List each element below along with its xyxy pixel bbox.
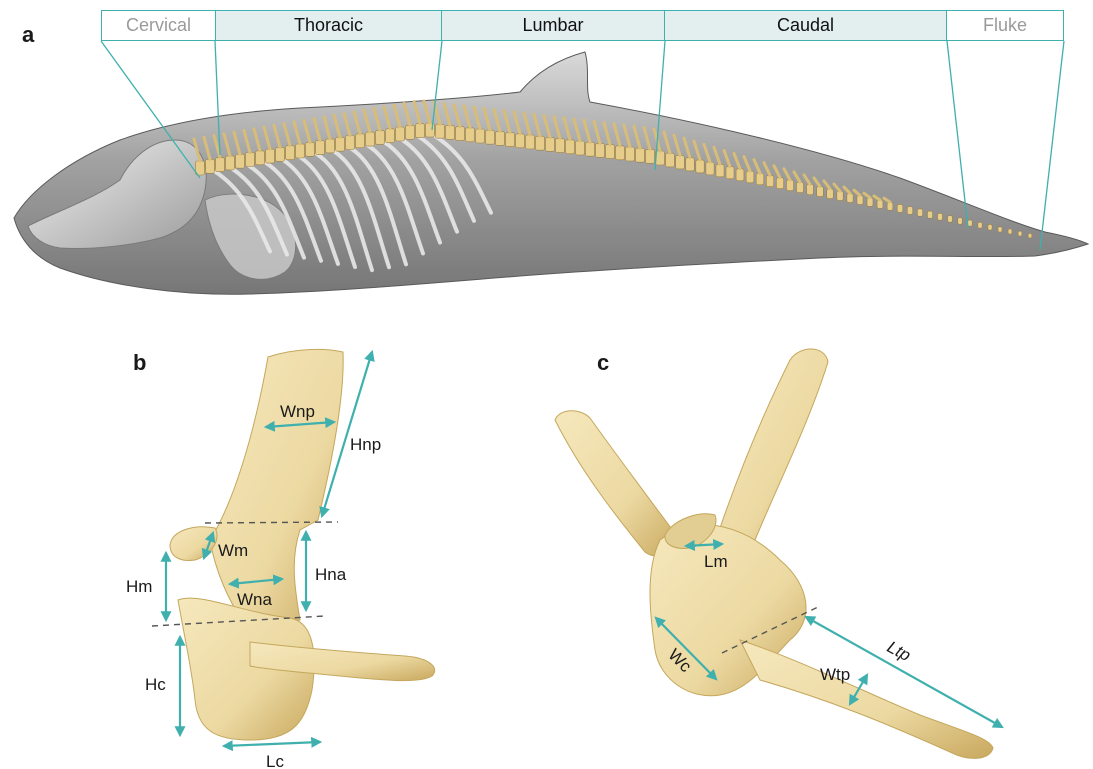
vertebra-segment [917,209,922,217]
vertebra-segment [948,216,953,223]
vertebra-segment [897,204,903,212]
vertebra-segment [776,178,783,189]
vertebra-segment [396,127,405,141]
vertebra-segment [216,158,225,172]
label-wnp: Wnp [280,402,315,421]
vertebra-segment [266,149,275,163]
vertebra-segment [978,222,982,228]
vertebra-segment [566,140,575,154]
label-hm: Hm [126,577,152,596]
vertebra-segment [406,125,415,139]
vertebra-segment [676,155,685,169]
vertebra-segment [356,134,365,148]
vertebra-segment [446,125,455,139]
vertebra-c: Lm Wc Wtp Ltp [555,349,1002,758]
vertebra-segment [927,211,932,218]
vertebra-segment [958,218,963,225]
vertebra-segment [756,173,764,185]
vertebra-segment [606,145,615,159]
label-wna: Wna [237,590,273,609]
vertebra-segment [346,136,355,150]
vertebra-segment [466,128,475,142]
label-hc: Hc [145,675,166,694]
vertebra-segment [306,142,315,156]
vertebra-segment [476,129,485,143]
vertebra-segment [436,124,445,138]
label-hnp: Hnp [350,435,381,454]
vertebra-b: Wnp Hnp Wm Hna Hm Wna Hc Lc [126,349,435,769]
vertebra-segment [556,139,565,153]
left-arm-c [555,411,680,556]
vertebra-segment [586,142,595,156]
vertebra-segment [366,132,375,146]
vertebra-segment [506,133,515,147]
vertebra-segment [486,130,495,144]
vertebra-segment [666,153,675,167]
vertebra-segment [496,131,505,145]
vertebra-segment [326,139,335,153]
vertebra-segment [988,224,992,230]
vertebra-segment [696,160,704,173]
vertebra-segment [968,220,973,226]
vertebra-segment [256,151,265,165]
label-wm: Wm [218,541,248,560]
vertebra-segment [376,130,385,144]
vertebra-segment [416,124,425,138]
vertebra-segment [998,227,1002,233]
vertebra-segment [516,134,525,148]
vertebra-segment [817,187,824,197]
vertebra-segment [736,169,744,181]
label-ltp: Ltp [884,637,914,665]
vertebra-segment [596,143,605,157]
vertebra-segment [276,147,285,161]
whale-illustration [14,41,1088,294]
vertebra-segment [336,137,345,151]
vertebra-segment [286,146,295,160]
vertebra-segment [907,207,912,215]
vertebra-segment [1028,233,1032,238]
vertebra-segment [526,135,535,149]
vertebra-segment [726,167,734,179]
vertebra-segment [576,141,585,155]
vertebra-segment [1018,231,1022,236]
vertebra-segment [386,129,395,143]
vertebra-segment [236,154,245,168]
vertebra-segment [646,149,655,163]
vertebra-segment [686,158,695,171]
vertebra-segment [786,180,793,191]
vertebra-segment [1008,229,1012,234]
vertebra-segment [938,213,943,220]
label-lm: Lm [704,552,728,571]
vertebra-segment [456,127,465,141]
upper-arm-c [720,349,828,542]
vertebra-segment [616,146,625,160]
vertebra-segment [546,137,555,151]
vertebra-segment [626,147,635,161]
vertebra-segment [797,182,804,193]
vertebra-segment [206,159,215,173]
label-wtp: Wtp [820,665,850,684]
vertebra-segment [226,156,235,170]
transverse-process-c [740,640,993,758]
vertebra-segment [246,153,255,167]
vertebra-segment [766,175,773,186]
vertebra-segment [636,148,645,162]
vertebra-segment [706,162,714,175]
vertebra-segment [807,184,814,194]
vertebra-segment [536,136,545,150]
vertebra-segment [316,141,325,155]
vertebra-segment [716,164,724,177]
label-lc: Lc [266,752,284,769]
vertebra-segment [746,171,754,183]
vertebra-segment [296,144,305,158]
label-hna: Hna [315,565,347,584]
